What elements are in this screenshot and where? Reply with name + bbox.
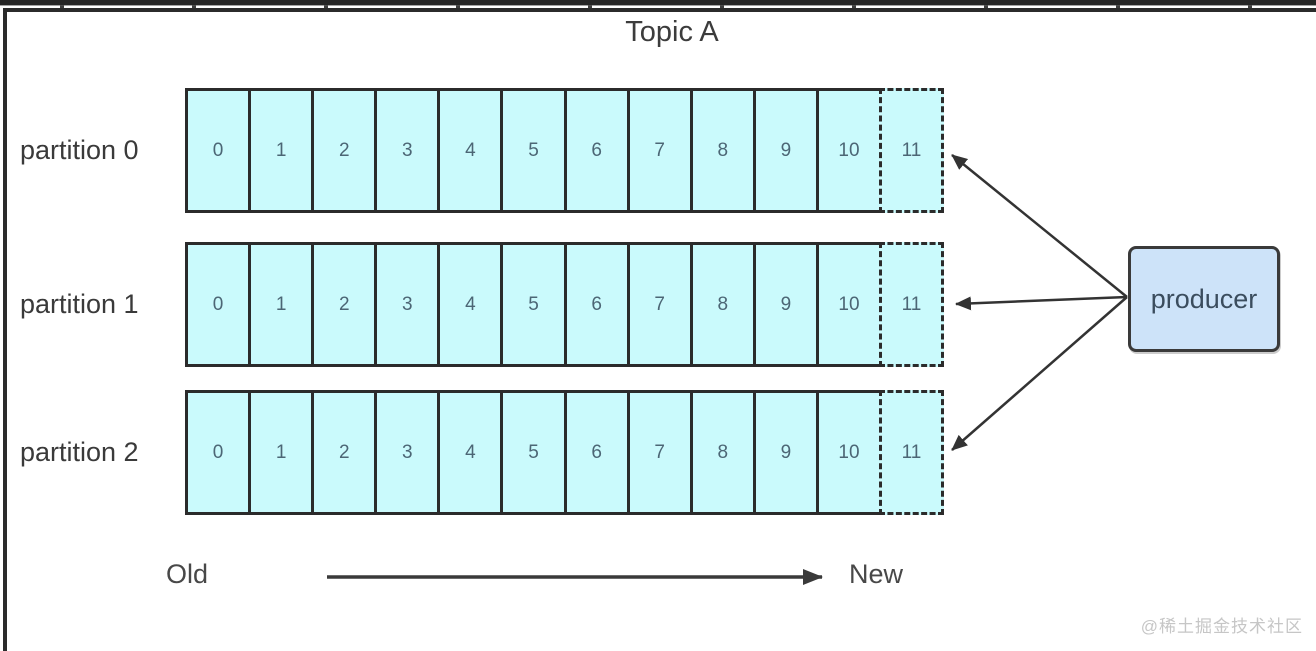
message-cell: 10: [815, 91, 879, 210]
message-offset: 0: [212, 293, 224, 315]
partition-next-slot: 11: [879, 390, 944, 515]
partition-cells: 0 1 2 3 4 5 6 7 8 9 10: [185, 390, 879, 515]
message-cell: 6: [563, 393, 627, 512]
message-offset: 9: [780, 293, 792, 315]
message-cell: 5: [500, 245, 563, 364]
message-offset: 1: [275, 293, 287, 315]
message-offset: 2: [338, 139, 350, 161]
message-offset: 6: [591, 293, 602, 315]
topic-frame: [3, 8, 1316, 651]
message-cell: 5: [500, 91, 563, 210]
message-cell: 7: [626, 393, 690, 512]
message-cell: 3: [374, 393, 437, 512]
next-message-offset: 11: [901, 441, 922, 463]
message-cell: 7: [626, 245, 690, 364]
message-cell: 2: [311, 91, 374, 210]
partition-row: partition 1 0 1 2 3 4 5 6 7 8 9 10 11: [0, 242, 1316, 367]
message-cell: 2: [311, 393, 374, 512]
message-offset: 8: [717, 441, 729, 463]
message-offset: 10: [838, 293, 860, 315]
next-message-offset: 11: [901, 139, 922, 161]
message-offset: 9: [780, 139, 792, 161]
message-cell: 6: [563, 91, 627, 210]
message-cell: 9: [752, 393, 816, 512]
watermark: @稀土掘金技术社区: [1140, 617, 1303, 636]
partition-label: partition 1: [20, 289, 139, 319]
message-cell: 9: [752, 245, 816, 364]
message-offset: 5: [528, 293, 539, 315]
partition-cells: 0 1 2 3 4 5 6 7 8 9 10: [185, 242, 879, 367]
message-offset: 10: [838, 139, 860, 161]
message-cell: 3: [374, 245, 437, 364]
message-offset: 1: [275, 441, 287, 463]
partition-label: partition 0: [20, 135, 139, 165]
message-cell: 6: [563, 245, 627, 364]
message-cell: 8: [689, 393, 753, 512]
message-cell: 8: [689, 91, 753, 210]
message-offset: 9: [780, 441, 792, 463]
message-cell: 4: [437, 91, 500, 210]
message-offset: 5: [528, 441, 539, 463]
partition-label: partition 2: [20, 437, 139, 467]
message-offset: 3: [402, 139, 413, 161]
message-offset: 5: [528, 139, 539, 161]
message-cell: 4: [437, 245, 500, 364]
message-cell: 8: [689, 245, 753, 364]
topic-title: Topic A: [625, 16, 719, 48]
message-cell: 7: [626, 91, 690, 210]
message-offset: 8: [717, 293, 729, 315]
next-message-offset: 11: [901, 293, 922, 315]
message-offset: 1: [275, 139, 287, 161]
message-offset: 8: [717, 139, 729, 161]
message-cell: 10: [815, 245, 879, 364]
message-offset: 4: [465, 441, 476, 463]
message-cell: 0: [188, 91, 248, 210]
top-edge-strip: [0, 0, 1316, 5]
message-offset: 3: [402, 293, 413, 315]
partition-cells: 0 1 2 3 4 5 6 7 8 9 10: [185, 88, 879, 213]
message-offset: 2: [338, 441, 350, 463]
message-offset: 4: [465, 293, 476, 315]
partition-row: partition 2 0 1 2 3 4 5 6 7 8 9 10 11: [0, 390, 1316, 515]
message-cell: 4: [437, 393, 500, 512]
message-offset: 7: [654, 293, 665, 315]
message-cell: 0: [188, 393, 248, 512]
producer-box: producer: [1128, 246, 1280, 352]
message-cell: 9: [752, 91, 816, 210]
producer-label: producer: [1150, 283, 1258, 314]
message-offset: 7: [654, 441, 665, 463]
message-offset: 3: [402, 441, 413, 463]
message-offset: 7: [654, 139, 665, 161]
message-cell: 1: [248, 91, 311, 210]
message-cell: 1: [248, 245, 311, 364]
old-label: Old: [166, 559, 209, 589]
message-cell: 3: [374, 91, 437, 210]
message-cell: 10: [815, 393, 879, 512]
message-offset: 2: [338, 293, 350, 315]
message-cell: 2: [311, 245, 374, 364]
message-offset: 10: [838, 441, 860, 463]
message-offset: 6: [591, 441, 602, 463]
message-offset: 0: [212, 441, 224, 463]
message-cell: 5: [500, 393, 563, 512]
message-offset: 6: [591, 139, 602, 161]
message-cell: 1: [248, 393, 311, 512]
partition-next-slot: 11: [879, 242, 944, 367]
message-offset: 0: [212, 139, 224, 161]
partition-next-slot: 11: [879, 88, 944, 213]
message-cell: 0: [188, 245, 248, 364]
message-offset: 4: [465, 139, 476, 161]
new-label: New: [849, 559, 904, 589]
partition-row: partition 0 0 1 2 3 4 5 6 7 8 9 10 11: [0, 88, 1316, 213]
